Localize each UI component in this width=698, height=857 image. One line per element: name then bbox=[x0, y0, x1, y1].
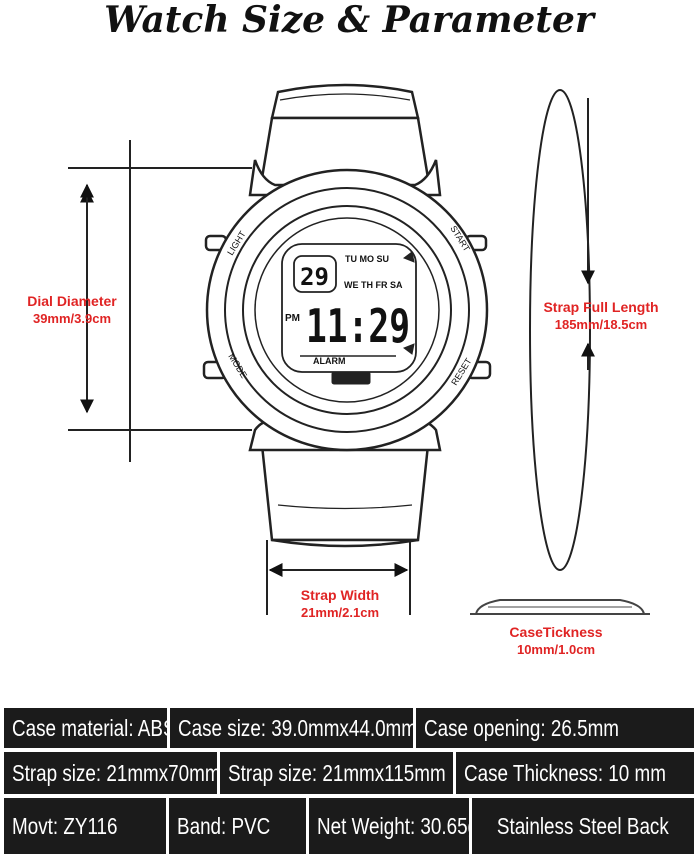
watch-time: 11:29 bbox=[306, 299, 410, 353]
strap-full-length-value: 185mm/18.5cm bbox=[554, 317, 648, 332]
watch-diagram: 29 TU MO SU WE TH FR SA PM 11:29 ALARM L… bbox=[68, 83, 650, 615]
watch-ampm: PM bbox=[285, 313, 300, 324]
spec-net-weight: Net Weight: 30.65g bbox=[309, 798, 469, 854]
watch-illustration bbox=[202, 83, 492, 548]
strap-width-value: 21mm/2.1cm bbox=[300, 605, 380, 620]
strap-full-length-label: Strap Full Length 185mm/18.5cm bbox=[528, 298, 674, 334]
strap-width-title: Strap Width bbox=[300, 587, 380, 603]
watch-days-top: TU MO SU bbox=[345, 254, 389, 264]
watch-date-digits: 29 bbox=[300, 263, 329, 291]
spec-back: Stainless Steel Back bbox=[472, 798, 694, 854]
case-thickness-value: 10mm/1.0cm bbox=[516, 642, 596, 657]
dial-diameter-guides bbox=[68, 140, 252, 462]
dial-diameter-value: 39mm/3.9cm bbox=[32, 311, 112, 326]
page-title: Watch Size & Parameter bbox=[104, 0, 594, 41]
spec-strap-size-short: Strap size: 21mmx70mm bbox=[4, 752, 217, 794]
spec-strap-size-long: Strap size: 21mmx115mm bbox=[220, 752, 453, 794]
spec-movement: Movt: ZY116 bbox=[4, 798, 166, 854]
spec-case-opening: Case opening: 26.5mm bbox=[416, 708, 694, 748]
spec-case-material: Case material: ABS bbox=[4, 708, 167, 748]
dial-diameter-label: Dial Diameter 39mm/3.9cm bbox=[8, 292, 136, 328]
spec-band: Band: PVC bbox=[169, 798, 306, 854]
strap-width-label: Strap Width 21mm/2.1cm bbox=[275, 586, 405, 622]
watch-days-bottom: WE TH FR SA bbox=[344, 280, 403, 290]
watch-alarm: ALARM bbox=[313, 356, 346, 366]
strap-width-guides bbox=[266, 540, 411, 615]
spec-case-thickness: Case Thickness: 10 mm bbox=[456, 752, 694, 794]
dial-diameter-title: Dial Diameter bbox=[27, 293, 117, 309]
strap-length-ellipse bbox=[529, 89, 595, 571]
case-thickness-label: CaseTickness 10mm/1.0cm bbox=[486, 623, 626, 659]
case-thickness-profile bbox=[470, 599, 650, 615]
case-thickness-title: CaseTickness bbox=[509, 624, 603, 640]
strap-full-length-title: Strap Full Length bbox=[543, 299, 659, 315]
spec-case-size: Case size: 39.0mmx44.0mm bbox=[170, 708, 413, 748]
